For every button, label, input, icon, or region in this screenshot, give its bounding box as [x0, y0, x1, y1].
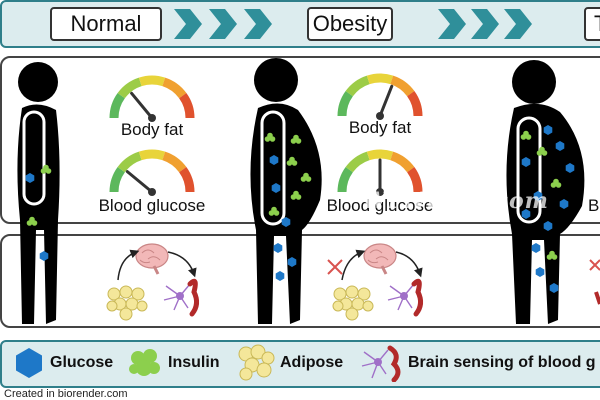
credit-text: Created in biorender.com — [4, 388, 128, 400]
neuron-icon — [361, 345, 401, 382]
normal-person-silhouette — [17, 62, 60, 324]
legend-label-glucose: Glucose — [50, 354, 114, 371]
legend-label-insulin: Insulin — [168, 354, 220, 371]
figures-layer — [17, 58, 585, 324]
gauge-arc-segment — [345, 151, 370, 173]
gauge-hub — [376, 188, 384, 196]
gauge-arc-segment — [178, 93, 195, 119]
inhibit-cross-icon — [589, 259, 600, 271]
third-stage-person-silhouette — [506, 60, 585, 324]
gauge-arc-segment — [406, 91, 423, 117]
gauge-arc-segment — [345, 75, 370, 97]
gauge-arc-segment — [406, 167, 423, 193]
body-fat-label-normal: Body fat — [120, 120, 184, 139]
gauge-arc-segment — [366, 149, 394, 161]
gauge-arc-segment — [178, 167, 195, 193]
gauge-hub — [148, 114, 156, 122]
glucose-hexagon-icon — [16, 348, 42, 378]
third-stage-mechanism — [589, 259, 600, 305]
blood-glucose-gauge-normal — [109, 149, 195, 196]
chevron-right-icon — [504, 9, 532, 39]
chevron-right-icon — [438, 9, 466, 39]
stage-label-normal: Normal — [50, 7, 162, 41]
gauge-arc-segment — [162, 77, 187, 99]
chevron-right-icon — [174, 9, 202, 39]
chevron-right-icon — [471, 9, 499, 39]
normal-mechanism — [106, 242, 197, 321]
blood-glucose-label-obesity: Blood glucose — [326, 196, 434, 215]
legend-label-adipose: Adipose — [280, 354, 344, 371]
mechanism-layer — [106, 242, 600, 321]
stage-label-obesity: Obesity — [307, 7, 393, 41]
gauge-arc-segment — [337, 167, 354, 193]
gauge-hub — [376, 112, 384, 120]
gauge-needle — [125, 170, 154, 194]
gauge-arc-segment — [109, 93, 126, 119]
chevron-right-icon — [209, 9, 237, 39]
gauge-needle — [130, 91, 154, 120]
gauge-arc-segment — [162, 151, 187, 173]
gauge-arc-segment — [366, 73, 394, 85]
gauge-arc-segment — [390, 75, 415, 97]
insulin-cluster-icon — [129, 349, 160, 376]
body-fat-label-obesity: Body fat — [348, 118, 412, 137]
obesity-mechanism — [327, 242, 421, 321]
inhibit-cross-icon — [327, 259, 343, 275]
chevron-right-icon — [244, 9, 272, 39]
gauge-arc-segment — [117, 77, 142, 99]
blood-glucose-label-normal: Blood glucose — [98, 196, 206, 215]
gauge-arc-segment — [138, 149, 166, 161]
obese-person-silhouette — [250, 58, 322, 324]
blood-glucose-label-third-partial: B — [588, 196, 600, 215]
gauge-arc-segment — [337, 91, 354, 117]
gauge-hub — [148, 188, 156, 196]
legend-label-brain-sensing: Brain sensing of blood g — [408, 354, 596, 371]
gauge-arc-segment — [109, 167, 126, 193]
legend-panel — [0, 340, 600, 388]
watermark: WPNEWS.com — [362, 188, 549, 214]
body-fat-gauge-normal — [109, 75, 195, 122]
gauge-needle — [378, 84, 394, 118]
body-fat-gauge-obesity — [337, 73, 423, 120]
blood-glucose-gauge-obesity — [337, 149, 423, 196]
adipose-cells-icon — [238, 344, 275, 381]
gauge-arc-segment — [117, 151, 142, 173]
gauge-arc-segment — [390, 151, 415, 173]
stage-label-third: T — [584, 7, 600, 41]
gauge-arc-segment — [138, 75, 166, 87]
